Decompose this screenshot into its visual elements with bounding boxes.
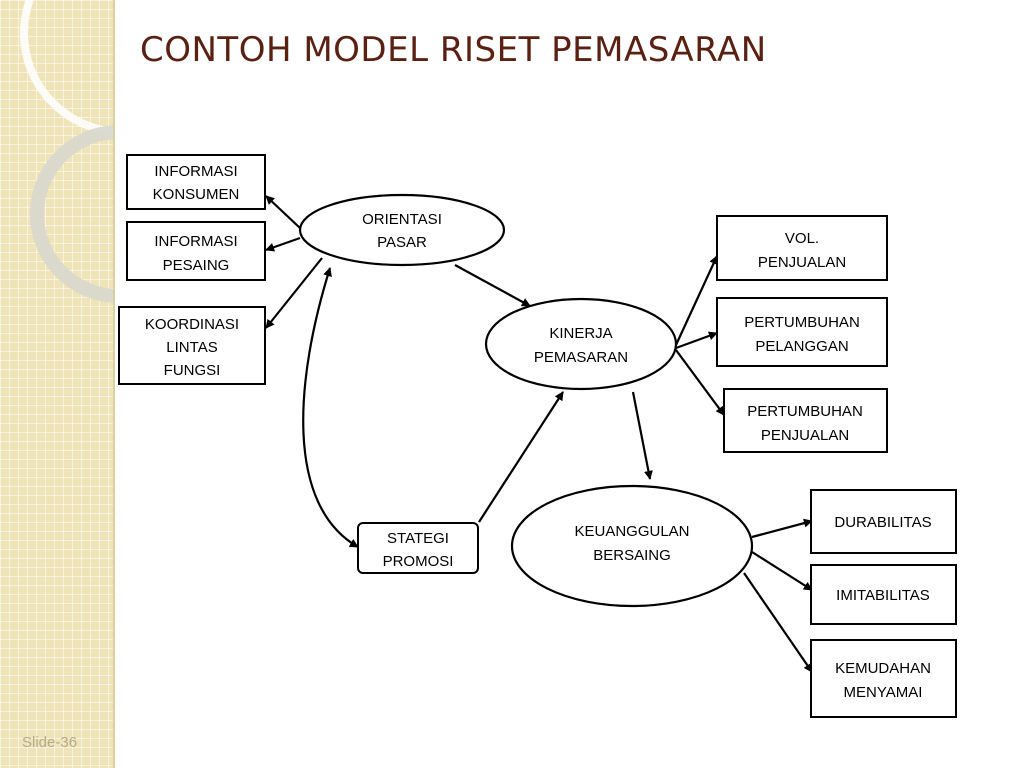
node-label-line: KEUANGGULAN	[574, 523, 689, 540]
node-label-line: KONSUMEN	[153, 186, 240, 203]
edge-kinerja-to-pertumbuhan-penjualan	[675, 349, 725, 416]
node-label-line: FUNGSI	[164, 362, 221, 379]
node-label-line: PASAR	[377, 234, 427, 251]
node-label-line: PENJUALAN	[758, 254, 846, 271]
connectors	[265, 195, 813, 673]
slide-number: Slide-36	[22, 734, 78, 751]
edge-kinerja-to-keunggulan	[631, 391, 653, 480]
edge-orientasi-to-informasi-pesaing	[265, 236, 301, 252]
edge-orientasi-to-kinerja	[454, 264, 531, 307]
edge-orientasi-stategi-bidirectional	[302, 267, 359, 548]
node-label-line: VOL.	[785, 230, 819, 247]
node-stategi-promosi: STATEGI PROMOSI	[357, 522, 479, 574]
slide-title: CONTOH MODEL RISET PEMASARAN	[140, 30, 767, 70]
node-pertumbuhan-penjualan: PERTUMBUHAN PENJUALAN	[723, 388, 888, 453]
node-kinerja-pemasaran: KINERJA PEMASARAN	[484, 297, 678, 391]
node-durabilitas: DURABILITAS	[810, 489, 957, 554]
node-label-line: PEMASARAN	[534, 349, 628, 366]
edge-orientasi-to-informasi-konsumen	[265, 195, 301, 229]
node-label-line: PERTUMBUHAN	[747, 403, 863, 420]
node-label-line: IMITABILITAS	[836, 587, 930, 604]
edge-orientasi-to-koordinasi	[265, 257, 323, 329]
node-koordinasi-lintas-fungsi: KOORDINASI LINTAS FUNGSI	[118, 306, 266, 385]
node-label-line: INFORMASI	[154, 163, 237, 180]
edge-keunggulan-to-durabilitas	[751, 518, 813, 539]
side-strip-edge	[113, 0, 115, 768]
node-label-line: KEMUDAHAN	[835, 660, 931, 677]
node-label-line: STATEGI	[387, 530, 449, 547]
node-pertumbuhan-pelanggan: PERTUMBUHAN PELANGGAN	[716, 297, 888, 367]
node-label-line: BERSAING	[593, 547, 671, 564]
node-kemudahan-menyamai: KEMUDAHAN MENYAMAI	[810, 639, 957, 718]
edge-stategi-to-kinerja	[478, 391, 564, 523]
decorative-side-strip	[0, 0, 113, 768]
node-label-line: LINTAS	[166, 339, 217, 356]
edge-kinerja-to-vol-penjualan	[675, 255, 718, 346]
node-label-line: PESAING	[163, 257, 230, 274]
node-label-line: PENJUALAN	[761, 427, 849, 444]
node-label-line: KOORDINASI	[145, 316, 239, 333]
edge-keunggulan-to-kemudahan	[743, 572, 813, 673]
node-label-line: PELANGGAN	[755, 338, 848, 355]
node-label-line: ORIENTASI	[362, 211, 442, 228]
edge-keunggulan-to-imitabilitas	[751, 551, 813, 591]
node-vol-penjualan: VOL. PENJUALAN	[716, 215, 888, 281]
node-label-line: PERTUMBUHAN	[744, 314, 860, 331]
node-label-line: PROMOSI	[383, 553, 454, 570]
node-label-line: MENYAMAI	[844, 684, 923, 701]
node-label-line: INFORMASI	[154, 233, 237, 250]
node-label-line: DURABILITAS	[834, 514, 931, 531]
node-informasi-konsumen: INFORMASI KONSUMEN	[126, 154, 266, 210]
node-imitabilitas: IMITABILITAS	[810, 564, 957, 625]
edge-kinerja-to-pertumbuhan-pelanggan	[675, 331, 718, 350]
node-informasi-pesaing: INFORMASI PESAING	[126, 221, 266, 281]
node-keunggulan-bersaing: KEUANGGULAN BERSAING	[510, 484, 754, 608]
node-label-line: KINERJA	[549, 325, 612, 342]
node-orientasi-pasar: ORIENTASI PASAR	[298, 193, 506, 267]
